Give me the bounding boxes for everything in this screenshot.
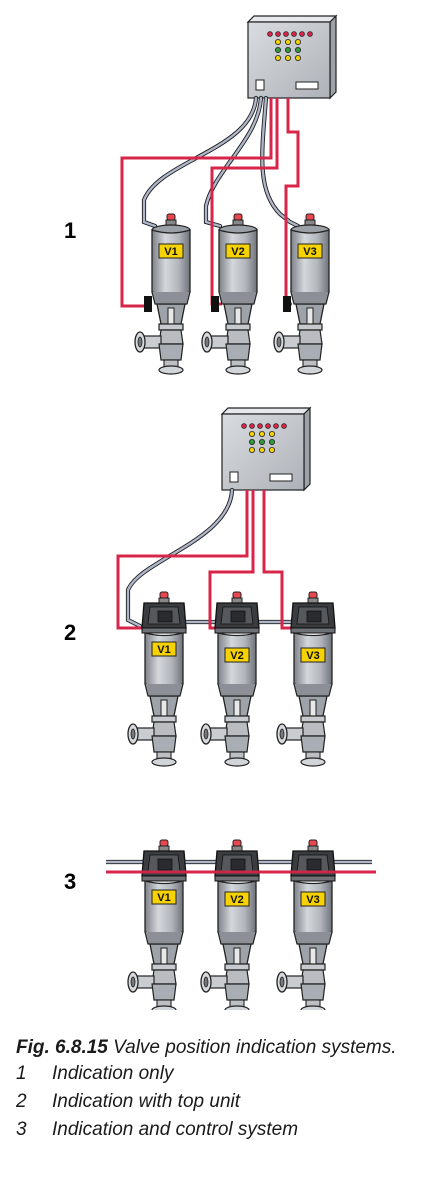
valve-label: V2 <box>230 894 243 906</box>
valve-1-3 <box>273 213 330 375</box>
valve-label: V3 <box>306 650 319 662</box>
valve-1-2 <box>201 213 258 375</box>
legend-list: 1 Indication only 2 Indication with top un… <box>16 1062 416 1152</box>
valve-label: V3 <box>306 894 319 906</box>
valve-3-3 <box>276 839 336 1010</box>
system-number-3: 3 <box>64 869 77 894</box>
legend-item-1: 1 Indication only <box>16 1062 173 1085</box>
valve-label: V1 <box>157 644 170 656</box>
valve-label: V2 <box>231 246 244 258</box>
valve-2-3 <box>276 591 336 767</box>
valve-label: V2 <box>230 650 243 662</box>
system-2-indication-with-top-unit: V1 V2 V3 <box>116 407 336 767</box>
valve-indication-diagram: V1 V2 V3 <box>106 15 376 1010</box>
caption-title: Valve position indication systems. <box>113 1037 397 1058</box>
valve-label-group-2: V1 V2 V3 <box>151 641 326 663</box>
figure-label: Fig. 6.8.15 <box>16 1037 108 1058</box>
system-1-indication-only: V1 V2 V3 <box>120 15 337 375</box>
valve-label-group-3: V1 V2 V3 <box>151 889 326 907</box>
system-number-2: 2 <box>64 620 77 645</box>
valve-label: V3 <box>303 246 316 258</box>
legend-text: Indication only <box>52 1063 174 1084</box>
legend-text: Indication and control system <box>52 1119 299 1140</box>
valve-3-2 <box>200 839 260 1010</box>
control-box-1 <box>247 15 337 99</box>
valve-label: V1 <box>157 892 170 904</box>
legend-key: 3 <box>16 1119 27 1140</box>
system-number-1: 1 <box>64 218 77 243</box>
valve-label-group-1: V1 V2 V3 <box>158 243 323 259</box>
figure-caption: Fig. 6.8.15 Valve position indication sy… <box>16 1036 416 1152</box>
valve-label: V1 <box>164 246 177 258</box>
legend-text: Indication with top unit <box>52 1091 241 1112</box>
valve-3-1 <box>127 839 187 1010</box>
legend-item-2: 2 Indication with top unit <box>16 1090 240 1113</box>
legend-key: 2 <box>16 1091 27 1112</box>
legend-item-3: 3 Indication and control system <box>16 1118 298 1141</box>
valve-1-1 <box>134 213 191 375</box>
valve-2-1 <box>127 591 187 767</box>
caption-heading: Fig. 6.8.15 Valve position indication sy… <box>16 1036 416 1060</box>
legend-key: 1 <box>16 1063 27 1084</box>
control-box-2 <box>221 407 311 491</box>
system-3-indication-and-control: V1 V2 V3 <box>106 839 376 1010</box>
